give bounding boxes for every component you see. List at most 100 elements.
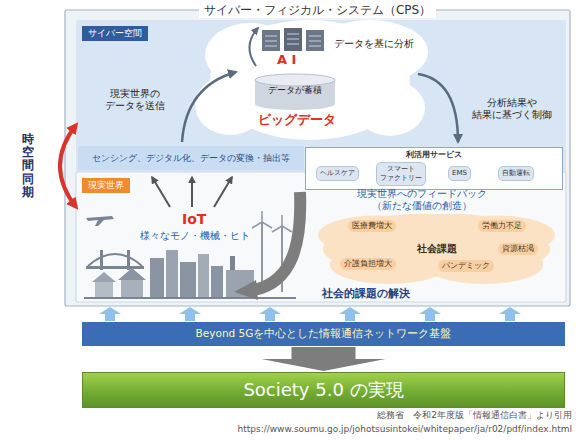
node-text: 労働力不足 bbox=[482, 221, 522, 231]
service-item: ヘルスケア bbox=[316, 166, 359, 181]
network-band: Beyond 5Gを中心とした情報通信ネットワーク基盤 bbox=[82, 322, 565, 346]
caption: 総務省 令和2年度版「情報通信白書」より引用 bbox=[377, 410, 572, 421]
label-slot: 現実世界の データを送信 bbox=[100, 88, 170, 112]
cloud-part bbox=[312, 20, 428, 84]
bridge bbox=[88, 254, 142, 266]
label-slot: A I bbox=[277, 52, 296, 68]
windmill-blades bbox=[252, 211, 292, 232]
sensing-arrow bbox=[152, 177, 170, 207]
house bbox=[121, 280, 143, 298]
label-slot: ビッグデータ bbox=[258, 112, 336, 128]
network-arrows bbox=[179, 307, 521, 321]
up-arrow bbox=[339, 307, 361, 321]
panel-fills bbox=[65, 10, 570, 306]
node-text: サイバー空間 bbox=[82, 26, 148, 41]
analysis-arrow bbox=[249, 28, 258, 66]
label-slot: データを基に分析 bbox=[334, 38, 414, 50]
airplane bbox=[86, 216, 114, 226]
issue-item: パンデミック bbox=[438, 260, 494, 272]
solution-label: 社会的課題の解決 bbox=[322, 287, 410, 300]
up-arrow bbox=[259, 307, 281, 321]
cps-frame-fill bbox=[65, 10, 570, 306]
cps-frame: サイバー・フィジカル・システム（CPS）サイバー空間センシング、デジタル化、デー… bbox=[65, 10, 570, 306]
service-item: EMS bbox=[448, 166, 471, 181]
up-arrow bbox=[179, 307, 201, 321]
house-roof bbox=[118, 268, 146, 280]
social-issue-cloud: 社会課題 医療費増大 労働力不足介護負担増大 資源枯渇パンデミック bbox=[318, 214, 555, 284]
send-data-label: 現実世界の データを送信 bbox=[100, 88, 170, 112]
things-label: 様々なモノ・機械・ヒト bbox=[140, 230, 250, 242]
node-text: EMS bbox=[452, 169, 467, 178]
edge-label: 時空間同期 bbox=[22, 133, 34, 199]
up-arrow bbox=[99, 307, 121, 321]
issue-item: 医療費増大 bbox=[348, 220, 396, 232]
label-slot: 総務省 令和2年度版「情報通信白書」より引用 bbox=[377, 410, 572, 421]
sensing-band: センシング、デジタル化、データの変換・抽出等 bbox=[78, 146, 304, 170]
ai-label: A I bbox=[277, 52, 296, 68]
building bbox=[166, 250, 178, 298]
storage-label: データが蓄積 bbox=[268, 85, 322, 96]
cloud-part bbox=[195, 75, 265, 135]
control-arrow bbox=[418, 74, 458, 142]
node-text: 介護負担増大 bbox=[344, 259, 392, 269]
control-label: 分析結果や 結果に基づく制御 bbox=[468, 97, 556, 121]
feedback-label: 現実世界へのフィードバック （新たな価値の創造） bbox=[322, 188, 522, 212]
node-text: センシング、デジタル化、データの変換・抽出等 bbox=[92, 152, 290, 165]
node-text: Beyond 5Gを中心とした情報通信ネットワーク基盤 bbox=[196, 327, 452, 341]
bridge-deck bbox=[86, 266, 144, 269]
node-text: 資源枯渇 bbox=[502, 244, 534, 254]
chimney bbox=[230, 256, 235, 270]
ground bbox=[84, 297, 296, 299]
server-icons bbox=[262, 28, 324, 51]
feedback-arrow-head bbox=[234, 280, 258, 300]
node-text: 社会課題 bbox=[417, 243, 457, 256]
server-lines bbox=[265, 34, 321, 46]
node-text: Society 5.0 の実現 bbox=[243, 378, 403, 402]
sensing-arrow bbox=[214, 177, 232, 207]
label-slot: 分析結果や 結果に基づく制御 bbox=[468, 97, 556, 121]
source-url: https://www.soumu.go.jp/johotsusintokei/… bbox=[238, 424, 573, 435]
label-slot: データが蓄積 bbox=[268, 85, 322, 96]
bigdata-label: ビッグデータ bbox=[258, 112, 336, 128]
issue-item: 資源枯渇 bbox=[498, 243, 538, 255]
node-text: 現実世界 bbox=[82, 178, 130, 193]
cloud-part bbox=[355, 80, 425, 136]
cylinder-bottom bbox=[255, 98, 335, 110]
down-arrow bbox=[262, 347, 386, 371]
building bbox=[211, 266, 223, 298]
feedback-arrow-body bbox=[254, 192, 300, 290]
node-text: 利活用サービス bbox=[406, 150, 462, 160]
house-roof bbox=[92, 272, 116, 282]
issue-item: 介護負担増大 bbox=[340, 258, 396, 270]
building bbox=[150, 258, 164, 298]
service-box: 利活用サービスヘルスケア スマート ファクトリー EMS 自動運転 bbox=[305, 147, 563, 190]
database-cylinder bbox=[255, 74, 335, 110]
node-text: 自動運転 bbox=[502, 169, 530, 178]
node-text: パンデミック bbox=[442, 261, 490, 271]
sync-arrow bbox=[60, 125, 76, 207]
up-arrow bbox=[499, 307, 521, 321]
label-slot: IoT bbox=[182, 211, 206, 227]
up-arrow bbox=[419, 307, 441, 321]
sensing-arrow bbox=[191, 177, 193, 207]
node-text: サイバー・フィジカル・システム（CPS） bbox=[199, 2, 436, 18]
building bbox=[180, 262, 196, 298]
house bbox=[95, 282, 113, 298]
issue-item: 労働力不足 bbox=[478, 220, 526, 232]
iot-label: IoT bbox=[182, 211, 206, 227]
service-item: 自動運転 bbox=[498, 166, 534, 181]
service-item: スマート ファクトリー bbox=[376, 162, 426, 186]
cylinder-top bbox=[255, 74, 335, 86]
analysis-label: データを基に分析 bbox=[334, 38, 414, 50]
node-text: ヘルスケア bbox=[320, 169, 355, 178]
society-box: Society 5.0 の実現 bbox=[82, 372, 565, 408]
node-text: 医療費増大 bbox=[352, 221, 392, 231]
cloud bbox=[195, 20, 428, 140]
real-world-panel-fill bbox=[76, 172, 566, 302]
label-slot: https://www.soumu.go.jp/johotsusintokei/… bbox=[238, 424, 573, 435]
label-slot: 社会的課題の解決 bbox=[322, 287, 410, 300]
label-slot: 現実世界へのフィードバック （新たな価値の創造） bbox=[322, 188, 522, 212]
feedback-arrow bbox=[234, 192, 300, 300]
send-data-arrow bbox=[182, 72, 236, 142]
node-text: スマート ファクトリー bbox=[380, 165, 422, 183]
